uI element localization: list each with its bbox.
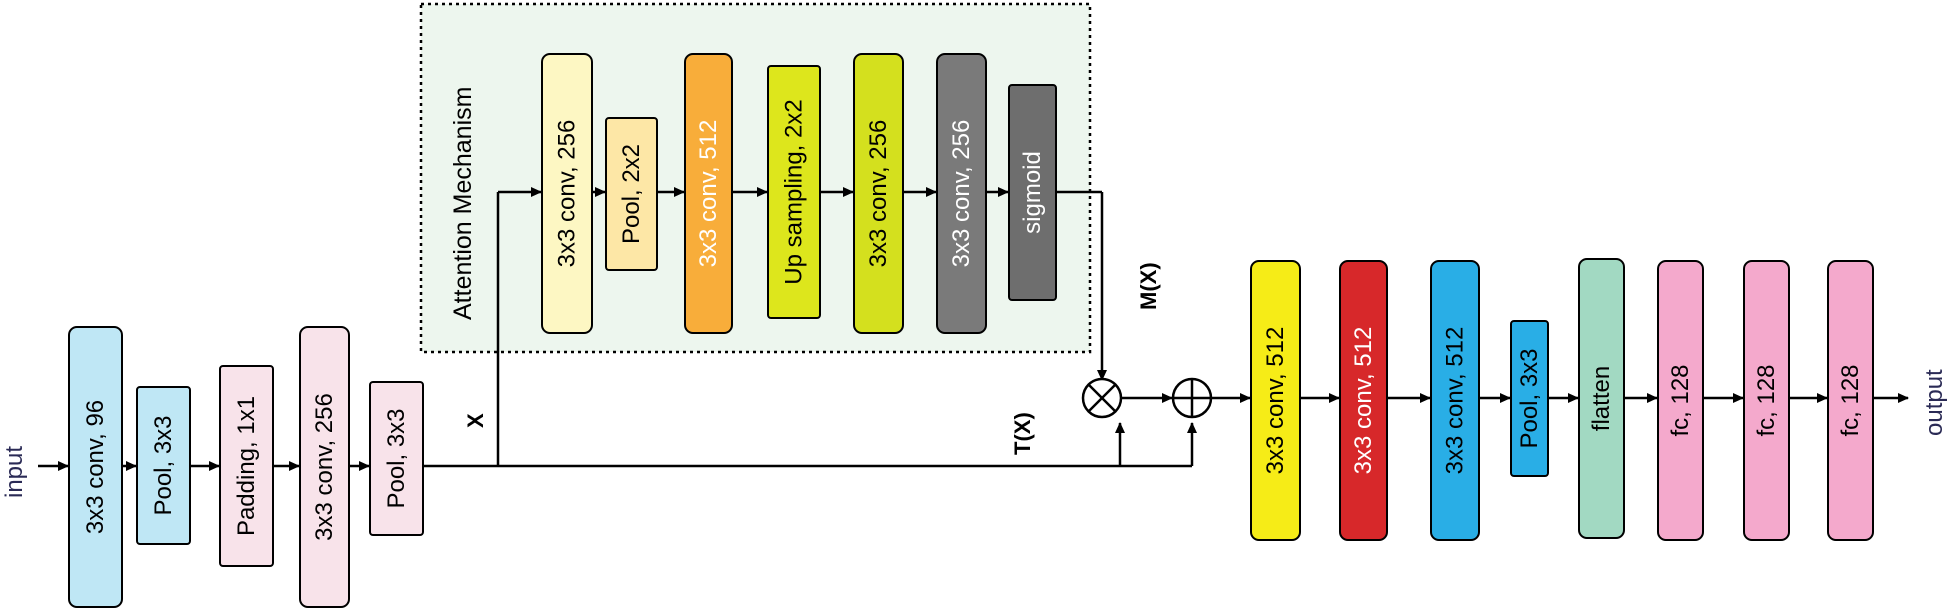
attention-block-label-7: sigmoid xyxy=(1019,151,1046,234)
backbone-block-3x3-conv-96-1 xyxy=(68,326,123,608)
backbone-block-3x3-conv-256-4 xyxy=(299,326,350,608)
backbone-block-pool-3x3-5 xyxy=(369,381,424,536)
backbone-block-padding-1x1-3 xyxy=(219,365,274,567)
head-block-label-6: fc, 128 xyxy=(1667,364,1694,436)
head-block-pool-3x3-4 xyxy=(1510,320,1549,477)
backbone-block-label-4: 3x3 conv, 256 xyxy=(311,393,338,541)
head-block-label-7: fc, 128 xyxy=(1753,364,1780,436)
head-block-fc-128-6 xyxy=(1657,260,1704,541)
backbone-block-label-5: Pool, 3x3 xyxy=(383,408,410,508)
head-block-3x3-conv-512-1 xyxy=(1250,260,1301,541)
attention-block-label-3: 3x3 conv, 512 xyxy=(695,120,722,268)
attention-block-label-1: 3x3 conv, 256 xyxy=(554,120,581,268)
head-block-label-8: fc, 128 xyxy=(1837,364,1864,436)
head-block-label-4: Pool, 3x3 xyxy=(1516,348,1543,448)
attention-mechanism-box xyxy=(419,2,1092,354)
head-block-label-2: 3x3 conv, 512 xyxy=(1350,327,1377,475)
backbone-block-label-1: 3x3 conv, 96 xyxy=(82,400,109,534)
attention-block-label-5: 3x3 conv, 256 xyxy=(865,120,892,268)
multiply-cross-b xyxy=(1088,384,1116,412)
input-label: input xyxy=(1,446,28,498)
head-block-label-1: 3x3 conv, 512 xyxy=(1262,327,1289,475)
attention-block-label-6: 3x3 conv, 256 xyxy=(948,120,975,268)
attention-mechanism-title: Attention Mechanism xyxy=(449,87,477,320)
head-block-label-5: flatten xyxy=(1588,366,1615,431)
attention-block-up-sampling-2x2-4 xyxy=(767,65,821,319)
backbone-block-label-3: Padding, 1x1 xyxy=(233,396,260,536)
attention-block-3x3-conv-256-5 xyxy=(853,53,904,334)
attention-block-3x3-conv-256-6 xyxy=(936,53,987,334)
tx-label: T(X) xyxy=(1010,412,1035,455)
attention-block-3x3-conv-512-3 xyxy=(684,53,733,334)
mx-label: M(X) xyxy=(1136,262,1161,310)
head-block-fc-128-7 xyxy=(1743,260,1790,541)
output-label: output xyxy=(1921,369,1948,436)
backbone-block-label-2: Pool, 3x3 xyxy=(150,415,177,515)
backbone-block-pool-3x3-2 xyxy=(136,386,191,545)
attention-block-sigmoid-7 xyxy=(1008,84,1057,301)
attention-block-pool-2x2-2 xyxy=(605,117,658,271)
attention-block-3x3-conv-256-1 xyxy=(541,53,593,334)
x-label: X xyxy=(463,413,488,428)
blocks: 3x3 conv, 96 Pool, 3x3 Padding, 1x1 3x3 con… xyxy=(68,53,1874,608)
head-block-flatten-5 xyxy=(1578,258,1625,539)
head-block-3x3-conv-512-3 xyxy=(1430,260,1480,541)
connectors xyxy=(38,187,1909,471)
operators xyxy=(1081,377,1213,419)
attention-block-label-2: Pool, 2x2 xyxy=(618,144,645,244)
head-block-fc-128-8 xyxy=(1827,260,1874,541)
attention-block-label-4: Up sampling, 2x2 xyxy=(781,99,808,284)
head-block-label-3: 3x3 conv, 512 xyxy=(1442,327,1469,475)
head-block-3x3-conv-512-2 xyxy=(1339,260,1388,541)
